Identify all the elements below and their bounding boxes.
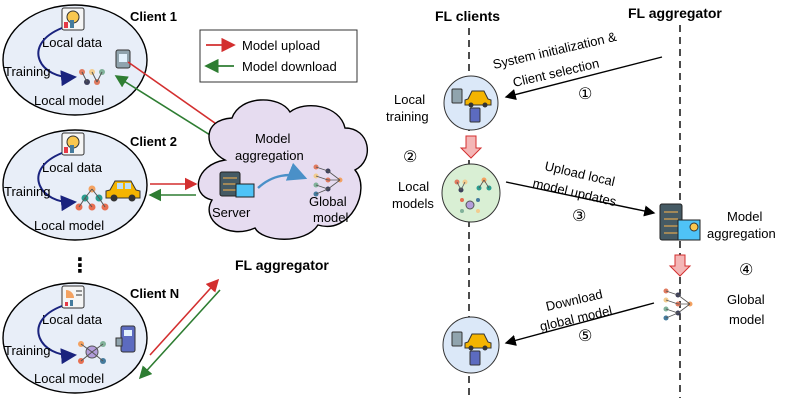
local-models-label-2: models: [392, 196, 434, 211]
server-icon: [219, 171, 255, 198]
upload-legend-label: Model upload: [242, 38, 320, 53]
model-aggregation-label-2: aggregation: [707, 226, 776, 241]
sequence-diagram: FL clients FL aggregator System initiali…: [386, 5, 776, 398]
local-models-icon: [454, 177, 492, 213]
local-models-circle: [441, 163, 501, 223]
download-arrow-client-1: [114, 75, 219, 141]
training-label: Training: [4, 64, 50, 79]
global-model-label-1: Global: [309, 194, 347, 209]
init-arrow: [504, 56, 663, 100]
local-training-label-2: training: [386, 109, 429, 124]
step-2-marker: ②: [403, 149, 417, 166]
global-model-seq-label-2: model: [729, 312, 765, 327]
server-label: Server: [212, 205, 251, 220]
cloud-shape: [197, 99, 368, 240]
aggregation-down-arrow: [668, 254, 692, 277]
local-data-label: Local data: [42, 312, 103, 327]
car-icon: [105, 180, 141, 202]
upload-arrow-client-n: [149, 278, 220, 356]
local-model-icon: [75, 185, 109, 211]
training-label: Training: [4, 184, 50, 199]
client-ellipse: [2, 282, 148, 394]
download-arrow: [504, 302, 655, 346]
model-aggregation-label-1: Model: [727, 209, 763, 224]
local-data-icon: [61, 7, 85, 31]
client-title: Client 1: [130, 9, 177, 24]
aggregation-label-1: Model: [255, 131, 291, 146]
aggregation-arrow: [257, 162, 308, 189]
aggregator-caption: FL aggregator: [235, 257, 329, 273]
download-arrow-client-n: [138, 289, 221, 380]
client-1: Client 1 Local data Training Local model: [2, 4, 177, 116]
device-icon: [115, 49, 131, 69]
client-aggregator-arrows: [114, 61, 234, 380]
client-title: Client N: [130, 286, 179, 301]
clients-ellipsis: ⋮: [70, 255, 90, 277]
aggregation-server-icon: [659, 203, 701, 241]
aggregation-label-2: aggregation: [235, 148, 304, 163]
client-devices-icon: [451, 331, 492, 366]
client-n: Client N Local data Training Local model: [2, 282, 179, 394]
step-1-marker: ①: [578, 86, 592, 103]
global-model-seq-icon: [663, 288, 693, 321]
step-3-marker: ③: [572, 208, 586, 225]
local-data-icon: [61, 132, 85, 156]
client-devices-icon: [451, 88, 492, 123]
local-model-icon: [78, 341, 106, 364]
client-title: Client 2: [130, 134, 177, 149]
client-ellipse: [2, 129, 148, 241]
training-arrow: [37, 152, 77, 212]
global-model-label-2: model: [313, 210, 349, 225]
training-down-arrow: [459, 135, 483, 159]
local-training-label-1: Local: [394, 92, 425, 107]
global-model-seq-label-1: Global: [727, 292, 765, 307]
step-5-marker: ⑤: [578, 328, 592, 345]
local-model-label: Local model: [34, 371, 104, 386]
local-model-icon: [79, 69, 105, 85]
clients-header: FL clients: [435, 8, 500, 24]
local-model-label: Local model: [34, 93, 104, 108]
upload-arrow: [505, 181, 656, 217]
download-legend-label: Model download: [242, 59, 337, 74]
training-arrow: [37, 305, 77, 365]
global-model-icon: [313, 164, 343, 197]
legend: Model upload Model download: [199, 29, 358, 83]
local-data-label: Local data: [42, 160, 103, 175]
aggregator-cloud: Model aggregation Server Global model FL…: [197, 99, 368, 273]
training-arrow: [37, 27, 77, 87]
local-models-label-1: Local: [398, 179, 429, 194]
machine-icon: [115, 325, 136, 353]
local-data-icon: [61, 285, 85, 309]
local-model-label: Local model: [34, 218, 104, 233]
aggregator-header: FL aggregator: [628, 5, 722, 21]
training-label: Training: [4, 343, 50, 358]
local-data-label: Local data: [42, 35, 103, 50]
client-2: Client 2 Local data Training Local model: [2, 129, 177, 241]
client-ellipse: [2, 4, 148, 116]
upload-arrow-client-1: [127, 61, 234, 136]
step-4-marker: ④: [739, 262, 753, 279]
